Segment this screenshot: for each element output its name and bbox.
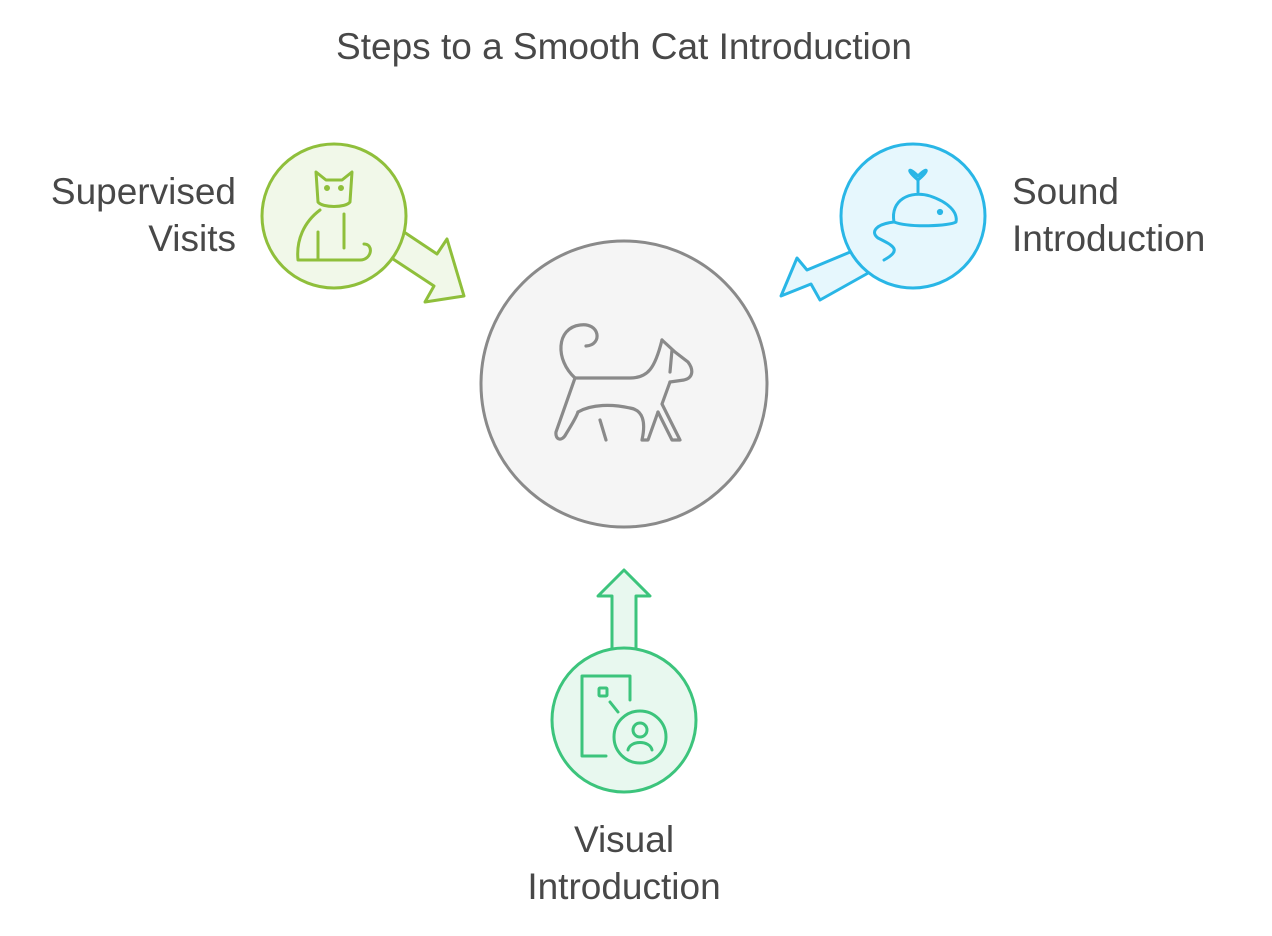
label-visual-introduction: Visual Introduction	[474, 816, 774, 910]
label-line: Introduction	[1012, 218, 1206, 259]
arrow-visual	[596, 568, 652, 652]
step-circle-sound	[839, 142, 987, 290]
walking-cat-icon	[554, 323, 694, 442]
step-supervised	[260, 142, 466, 304]
diagram-title: Steps to a Smooth Cat Introduction	[336, 26, 912, 67]
center-circle	[479, 239, 769, 529]
arrow-sound	[779, 248, 872, 302]
label-line: Sound	[1012, 171, 1119, 212]
step-sound	[779, 142, 987, 302]
label-line: Visits	[148, 218, 236, 259]
label-line: Supervised	[50, 171, 236, 212]
photo-person-icon	[580, 674, 668, 765]
label-sound-introduction: Sound Introduction	[1012, 168, 1205, 262]
label-line: Introduction	[527, 866, 721, 907]
arrow-supervised	[381, 226, 466, 304]
step-circle-supervised	[260, 142, 408, 290]
sitting-cat-icon	[296, 170, 372, 262]
toy-mouse-icon	[873, 168, 958, 262]
step-circle-visual	[550, 646, 698, 794]
label-line: Visual	[573, 819, 675, 860]
label-supervised-visits: Supervised Visits	[51, 168, 236, 262]
step-visual	[550, 568, 698, 794]
